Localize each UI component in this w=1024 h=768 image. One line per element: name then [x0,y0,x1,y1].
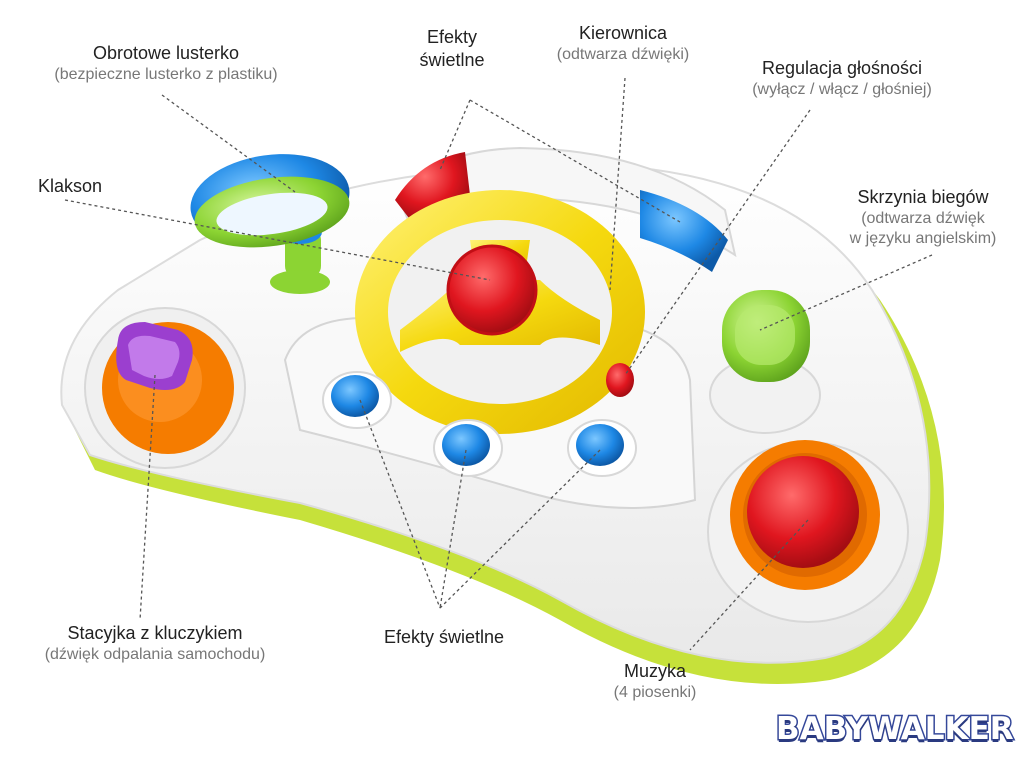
label-title: Stacyjka z kluczykiem [67,623,243,643]
label-regulacja-glosnosci: Regulacja głośności (wyłącz / włącz / gł… [720,57,964,100]
gear-shift [709,290,821,434]
red-light [395,152,470,222]
label-efekty-swietlne-top: Efekty świetlne [400,26,504,71]
label-title: Regulacja głośności [761,58,923,78]
label-title: Efekty świetlne [383,627,505,647]
music-button [707,440,909,623]
label-muzyka: Muzyka (4 piosenki) [590,660,720,703]
label-klakson: Klakson [28,175,112,198]
label-subtitle-line2: w języku angielskim) [849,229,997,247]
label-stacyjka: Stacyjka z kluczykiem (dźwięk odpalania … [14,622,296,665]
label-efekty-swietlne-bottom: Efekty świetlne [356,626,532,649]
label-subtitle: (bezpieczne lusterko z plastiku) [54,65,278,83]
label-skrzynia-biegow: Skrzynia biegów (odtwarza dźwięk w język… [826,186,1020,249]
label-obrotowe-lusterko: Obrotowe lusterko (bezpieczne lusterko z… [14,42,318,85]
leader-lines [64,77,933,651]
label-title: Muzyka [623,661,686,681]
label-title: Obrotowe lusterko [92,43,240,63]
label-subtitle: (odtwarza dźwięki) [556,45,690,63]
ignition [84,307,246,469]
label-title-line2: świetlne [419,49,485,70]
label-title-line1: Efekty [426,27,478,47]
label-subtitle-line1: (odtwarza dźwięk [861,209,985,227]
mirror [190,154,350,294]
label-subtitle: (dźwięk odpalania samochodu) [44,645,266,663]
label-title: Klakson [37,176,103,196]
label-title: Kierownica [578,23,668,43]
label-kierownica: Kierownica (odtwarza dźwięki) [530,22,716,65]
horn-button [446,244,538,336]
light-buttons [322,371,637,477]
label-subtitle: (wyłącz / włącz / głośniej) [752,80,932,98]
label-title: Skrzynia biegów [857,187,989,207]
babywalker-logo: BABYWALKER [775,710,1016,749]
blue-light [640,190,728,272]
label-subtitle: (4 piosenki) [613,683,697,701]
